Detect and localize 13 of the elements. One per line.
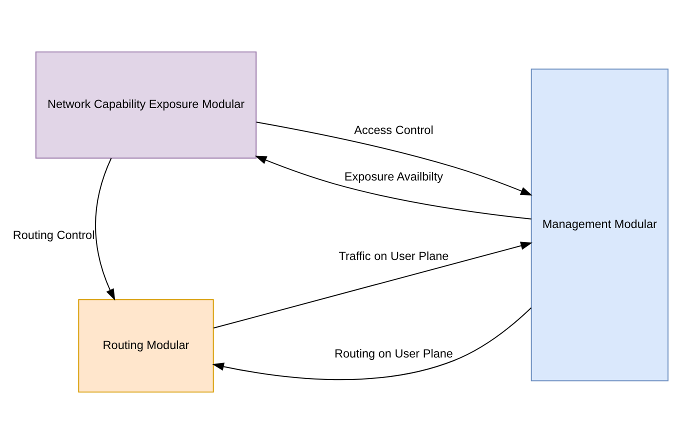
arrow xyxy=(254,155,532,220)
node-box: Routing Modular xyxy=(78,298,214,392)
edge-label: Routing Control xyxy=(12,228,95,242)
node-box: Management Modular xyxy=(530,68,668,381)
arrow xyxy=(212,306,532,380)
node-box: Network Capability Exposure Modular xyxy=(35,50,257,158)
edge-label: Routing on User Plane xyxy=(334,346,454,360)
arrow xyxy=(213,241,532,328)
edge-label: Traffic on User Plane xyxy=(338,249,449,262)
arrow xyxy=(95,157,116,300)
arrow xyxy=(256,121,532,195)
edge-label: Access Control xyxy=(354,124,434,137)
edge-label: Exposure Availbilty xyxy=(344,170,444,183)
